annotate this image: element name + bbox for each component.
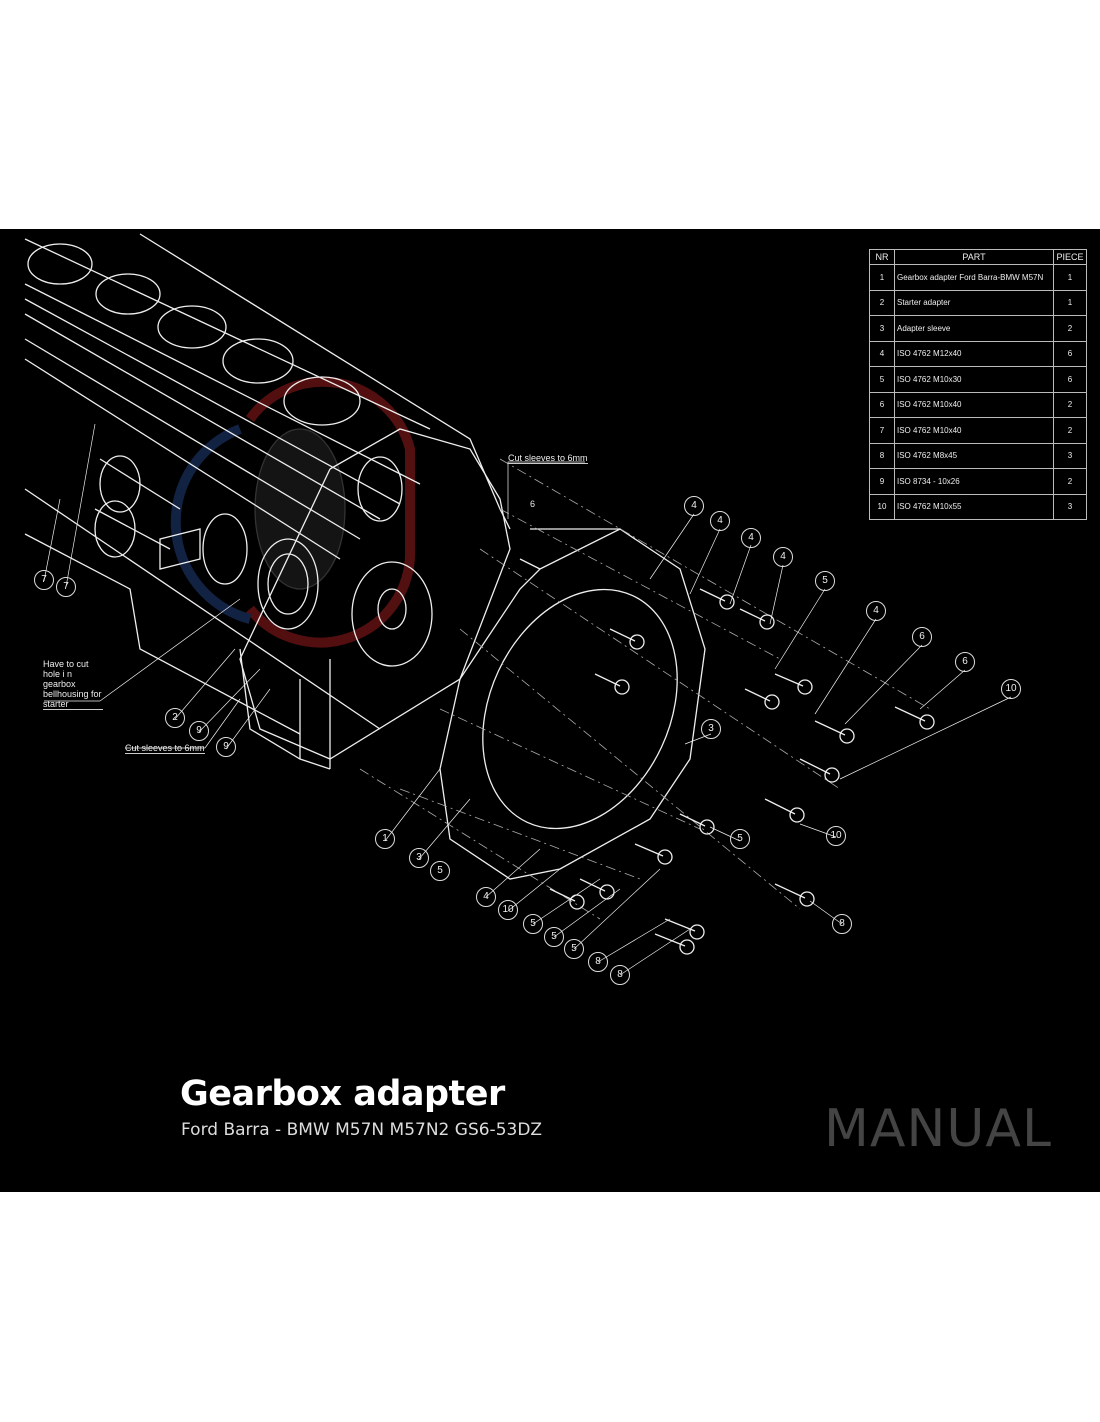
cell-part: ISO 4762 M10x30 xyxy=(894,366,1054,393)
part-callout: 5 xyxy=(544,927,564,947)
column-header-nr: NR xyxy=(869,249,895,265)
engine-block-lines xyxy=(24,233,511,770)
cell-piece: 2 xyxy=(1053,417,1087,444)
part-callout: 8 xyxy=(610,965,630,985)
cell-part: ISO 4762 M10x40 xyxy=(894,417,1054,444)
part-callout: 6 xyxy=(955,652,975,672)
part-callout: 4 xyxy=(741,528,761,548)
cell-part: ISO 4762 M10x40 xyxy=(894,391,1054,418)
cell-piece: 1 xyxy=(1053,289,1087,316)
column-header-part: PART xyxy=(894,249,1054,265)
starter-motor xyxy=(94,455,319,630)
part-callout: 7 xyxy=(34,570,54,590)
cell-piece: 1 xyxy=(1053,264,1087,291)
note-starter-hole: Have to cut hole i n gearbox bellhousing… xyxy=(43,659,103,710)
part-callout: 5 xyxy=(730,829,750,849)
part-callout: 5 xyxy=(430,861,450,881)
part-callout: 1 xyxy=(375,829,395,849)
part-callout: 4 xyxy=(684,496,704,516)
cell-nr: 4 xyxy=(869,340,895,367)
part-callout: 7 xyxy=(56,577,76,597)
assembly-lines xyxy=(359,458,931,920)
table-header-row: NR PART PIECE xyxy=(869,249,1087,265)
cell-nr: 8 xyxy=(869,442,895,469)
part-callout: 5 xyxy=(523,914,543,934)
manual-watermark: MANUAL xyxy=(824,1099,1052,1159)
part-callout: 10 xyxy=(1001,679,1021,699)
cell-nr: 7 xyxy=(869,417,895,444)
logo-watermark xyxy=(170,376,416,648)
cell-piece: 2 xyxy=(1053,315,1087,342)
part-callout: 6 xyxy=(912,627,932,647)
page-subtitle: Ford Barra - BMW M57N M57N2 GS6-53DZ xyxy=(181,1120,543,1140)
cell-nr: 10 xyxy=(869,493,895,520)
cell-nr: 6 xyxy=(869,391,895,418)
cell-nr: 2 xyxy=(869,289,895,316)
part-callout: 5 xyxy=(564,939,584,959)
cell-piece: 3 xyxy=(1053,493,1087,520)
note-cut-sleeves-top: Cut sleeves to 6mm xyxy=(508,453,588,464)
cell-nr: 1 xyxy=(869,264,895,291)
adapter-plate xyxy=(439,528,706,880)
column-header-piece: PIECE xyxy=(1053,249,1087,265)
note-cut-sleeves-bottom: Cut sleeves to 6mm xyxy=(125,743,205,754)
part-callout: 2 xyxy=(165,708,185,728)
cell-nr: 3 xyxy=(869,315,895,342)
part-callout: 4 xyxy=(710,511,730,531)
part-callout: 3 xyxy=(701,719,721,739)
cell-piece: 6 xyxy=(1053,366,1087,393)
cell-part: ISO 4762 M8x45 xyxy=(894,442,1054,469)
part-callout: 4 xyxy=(773,547,793,567)
cell-piece: 2 xyxy=(1053,391,1087,418)
cell-part: Gearbox adapter Ford Barra-BMW M57N xyxy=(894,264,1054,291)
cell-nr: 5 xyxy=(869,366,895,393)
part-callout: 9 xyxy=(216,737,236,757)
engine-block-bores xyxy=(27,243,361,426)
cell-part: ISO 4762 M12x40 xyxy=(894,340,1054,367)
bolts xyxy=(549,588,935,955)
part-callout: 5 xyxy=(815,571,835,591)
cell-part: ISO 8734 - 10x26 xyxy=(894,468,1054,495)
cell-piece: 3 xyxy=(1053,442,1087,469)
cell-part: Starter adapter xyxy=(894,289,1054,316)
part-callout: 9 xyxy=(189,721,209,741)
cell-piece: 6 xyxy=(1053,340,1087,367)
part-callout: 4 xyxy=(476,887,496,907)
cell-part: Adapter sleeve xyxy=(894,315,1054,342)
cell-piece: 2 xyxy=(1053,468,1087,495)
leader-lines xyxy=(43,423,1012,976)
exploded-assembly-drawing xyxy=(24,233,1012,976)
part-callout: 8 xyxy=(832,914,852,934)
part-callout: 4 xyxy=(866,601,886,621)
part-callout: 8 xyxy=(588,952,608,972)
part-callout: 10 xyxy=(826,826,846,846)
cell-nr: 9 xyxy=(869,468,895,495)
cell-part: ISO 4762 M10x55 xyxy=(894,493,1054,520)
part-callout: 10 xyxy=(498,900,518,920)
page-title: Gearbox adapter xyxy=(180,1074,505,1114)
part-callout: 3 xyxy=(409,848,429,868)
dimension-label: 6 xyxy=(530,499,536,509)
